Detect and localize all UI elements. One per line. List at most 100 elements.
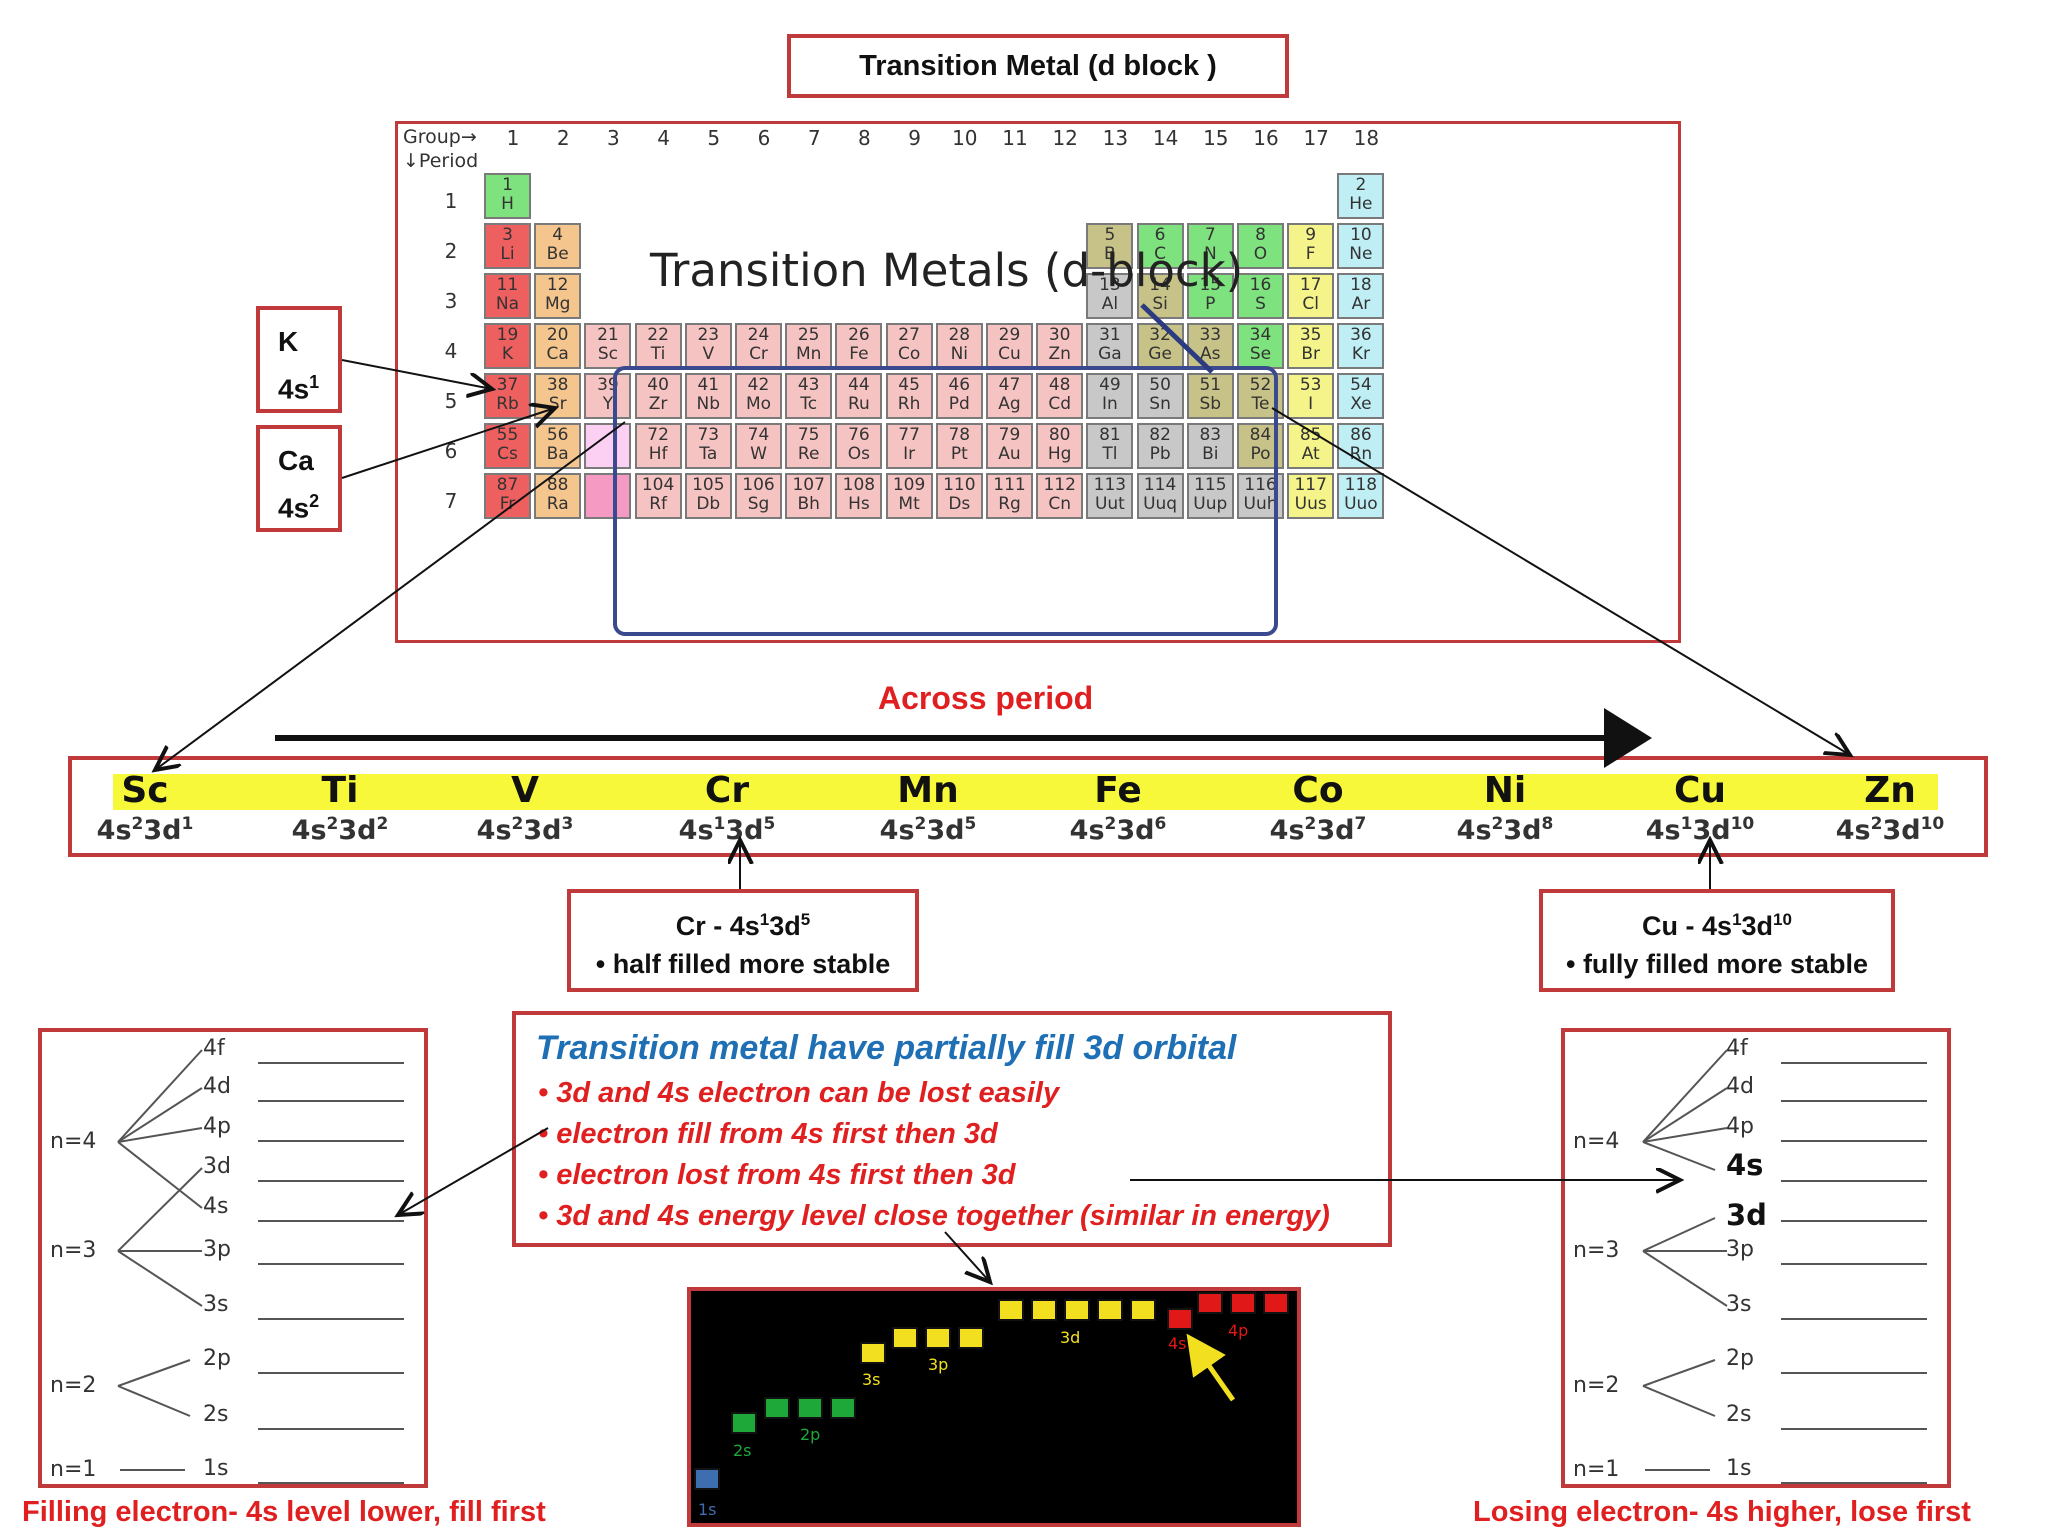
- element-symbol: Bh: [797, 494, 820, 514]
- element-symbol: H: [501, 194, 514, 214]
- element-symbol: Uuh: [1243, 494, 1278, 514]
- energy-level-line: [1781, 1318, 1927, 1320]
- atomic-number: 117: [1294, 475, 1327, 495]
- atomic-number: 45: [898, 375, 920, 395]
- element-symbol: K: [501, 344, 514, 364]
- group-axis-label: Group→: [403, 126, 477, 148]
- orbital-3p: [958, 1327, 984, 1349]
- d-block-pointer: [1140, 303, 1214, 374]
- element-symbol: Mo: [745, 394, 772, 414]
- atomic-number: 2: [1355, 175, 1367, 195]
- period-number: 7: [444, 489, 458, 513]
- atomic-number: 42: [747, 375, 770, 395]
- element-symbol: Ca: [546, 344, 569, 364]
- atomic-number: 33: [1199, 325, 1222, 345]
- subshell-label: 3p: [203, 1237, 231, 1262]
- element-symbol: Rb: [496, 394, 519, 414]
- orbital-label: 3d: [1060, 1328, 1081, 1347]
- subshell-label: 1s: [203, 1456, 229, 1481]
- atomic-number: 85: [1299, 425, 1322, 445]
- element-symbol: Fr: [499, 494, 516, 514]
- atomic-number: 36: [1350, 325, 1372, 345]
- atomic-number: 79: [998, 425, 1021, 445]
- shell-label: n=2: [1573, 1373, 1620, 1398]
- cr-note-text: • half filled more stable: [595, 949, 891, 979]
- subshell-label: 2s: [203, 1402, 229, 1427]
- ca-config: 4s2: [278, 491, 320, 524]
- series-element-config: 4s23d6: [1069, 814, 1167, 846]
- atomic-number: 80: [1048, 425, 1071, 445]
- shell-label: n=4: [1573, 1129, 1620, 1154]
- atomic-number: 110: [943, 475, 976, 495]
- subshell-label: 2s: [1726, 1402, 1752, 1427]
- energy-level-line: [1781, 1428, 1927, 1430]
- element-symbol: S: [1255, 294, 1266, 314]
- atomic-number: 115: [1194, 475, 1227, 495]
- series-element-symbol: Sc: [121, 770, 169, 811]
- sc-arrow: [155, 421, 626, 770]
- cr-note-heading: Cr - 4s13d5: [675, 910, 811, 941]
- energy-level-line: [258, 1263, 404, 1265]
- atomic-number: 23: [697, 325, 720, 345]
- element-symbol: Rf: [649, 494, 667, 514]
- atomic-number: 44: [848, 375, 870, 395]
- series-element-config: 4s13d10: [1645, 814, 1755, 846]
- atomic-number: 82: [1149, 425, 1171, 445]
- element-symbol: Ds: [948, 494, 971, 514]
- subshell-label: 3d: [203, 1154, 231, 1179]
- fill-arrow: [398, 1127, 549, 1215]
- element-symbol: Bi: [1202, 444, 1219, 464]
- orbital-3p: [925, 1327, 951, 1349]
- subshell-label: 4d: [203, 1074, 231, 1099]
- atomic-number: 3: [502, 225, 513, 245]
- period-number: 2: [444, 239, 458, 263]
- series-element-config: 4s23d3: [476, 814, 574, 846]
- orbital-3d: [1031, 1299, 1057, 1321]
- atomic-number: 76: [848, 425, 870, 445]
- orbital-3p: [892, 1327, 918, 1349]
- group-number: 18: [1353, 126, 1380, 150]
- group-number: 5: [707, 126, 721, 150]
- element-symbol: Hg: [1047, 444, 1072, 464]
- ca-symbol: Ca: [278, 445, 314, 476]
- atomic-number: 30: [1048, 325, 1071, 345]
- element-symbol: Te: [1251, 394, 1270, 414]
- orbital-4p: [1263, 1292, 1289, 1314]
- orbital-2p: [797, 1397, 823, 1419]
- atomic-number: 116: [1244, 475, 1277, 495]
- period-axis-label: ↓Period: [403, 150, 479, 172]
- atomic-number: 77: [898, 425, 920, 445]
- atomic-number: 20: [546, 325, 569, 345]
- element-symbol: Ru: [847, 394, 870, 414]
- element-symbol: F: [1305, 244, 1316, 264]
- series-element-symbol: Fe: [1094, 770, 1142, 811]
- energy-level-line: [1781, 1100, 1927, 1102]
- element-symbol: Uuo: [1344, 494, 1378, 514]
- atomic-number: 75: [797, 425, 820, 445]
- k-symbol: K: [278, 326, 299, 357]
- atomic-number: 112: [1043, 475, 1076, 495]
- atomic-number: 6: [1154, 225, 1166, 245]
- element-symbol: B: [1104, 244, 1116, 264]
- element-symbol: W: [750, 444, 767, 464]
- element-symbol: Br: [1301, 344, 1321, 364]
- energy-level-line: [258, 1100, 404, 1102]
